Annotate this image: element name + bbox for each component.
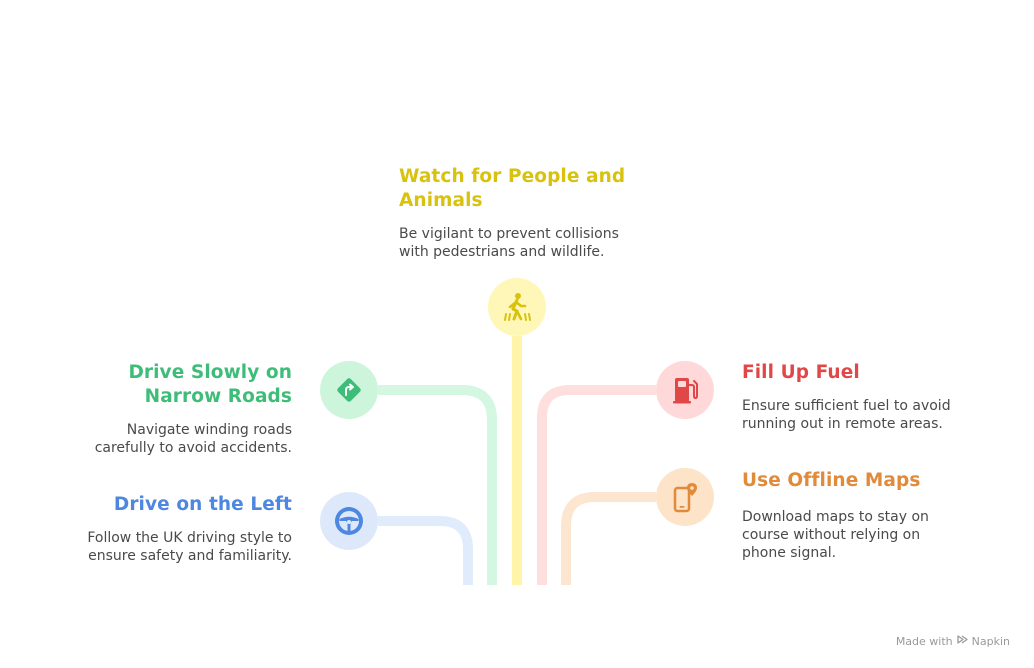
pedestrian-crossing-icon: [488, 278, 546, 336]
item-description-left: Follow the UK driving style to ensure sa…: [87, 530, 292, 564]
connector-narrow: [378, 385, 497, 585]
item-title-narrow: Drive Slowly on Narrow Roads: [128, 362, 292, 407]
fuel-pump-icon: [656, 361, 714, 419]
item-title-maps: Use Offline Maps: [742, 470, 921, 491]
item-title-left: Drive on the Left: [113, 494, 292, 515]
item-description-watch: Be vigilant to prevent collisions with p…: [399, 226, 619, 260]
phone-map-pin-icon: [656, 468, 714, 526]
item-description-maps: Download maps to stay on course without …: [742, 509, 929, 561]
napkin-logo-icon: [956, 634, 968, 648]
footer-made-with: Made with: [895, 634, 953, 648]
connector-fuel: [537, 385, 656, 585]
item-title-watch: Watch for People and Animals: [399, 166, 626, 211]
road-sign-icon: [320, 361, 378, 419]
footer-attribution: Made with Napkin: [896, 634, 1010, 648]
item-description-narrow: Navigate winding roads carefully to avoi…: [94, 422, 292, 456]
connector-left: [378, 516, 473, 585]
connector-maps: [561, 492, 656, 585]
footer-brand: Napkin: [971, 634, 1010, 648]
item-description-fuel: Ensure sufficient fuel to avoid running …: [742, 398, 951, 432]
steering-wheel-icon: [320, 492, 378, 550]
item-title-fuel: Fill Up Fuel: [742, 362, 860, 383]
